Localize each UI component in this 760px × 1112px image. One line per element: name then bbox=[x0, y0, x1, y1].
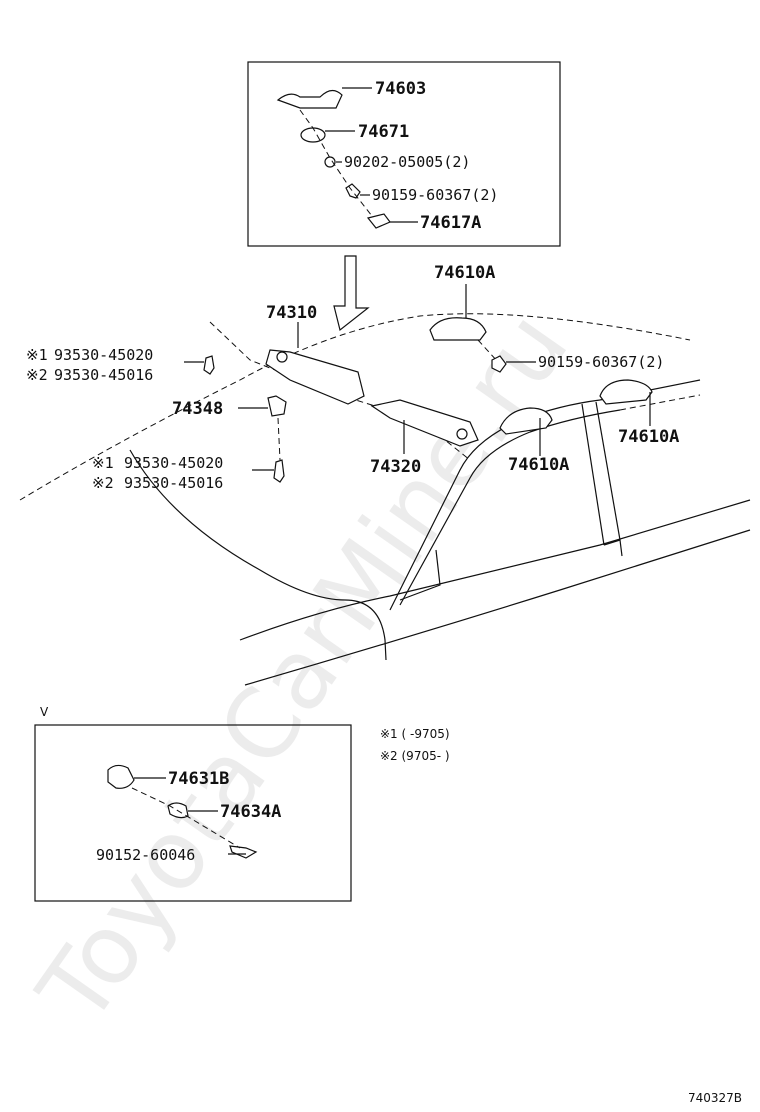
grip-74603-shape bbox=[276, 89, 343, 109]
dash-74348-to-screw bbox=[277, 417, 281, 461]
clip-74617A-shape bbox=[366, 213, 391, 229]
screw-93530-top-shape bbox=[203, 355, 215, 375]
roof-outline bbox=[19, 313, 691, 501]
screw-90159-inset-shape bbox=[345, 183, 361, 199]
screw-mid-mark1: ※1 bbox=[92, 454, 114, 472]
label-74634A: 74634A bbox=[220, 802, 281, 822]
screw-top-mark2: ※2 bbox=[26, 366, 48, 384]
screw-90159-main-shape bbox=[491, 355, 507, 373]
label-74610A-right: 74610A bbox=[618, 427, 679, 447]
label-74610A-mid: 74610A bbox=[508, 455, 569, 475]
label-74671: 74671 bbox=[358, 122, 409, 142]
roof-side-dash bbox=[619, 394, 701, 411]
label-74617A: 74617A bbox=[420, 213, 481, 233]
cap-74631B-shape bbox=[107, 764, 135, 789]
b-pillar-2 bbox=[595, 401, 621, 541]
visor-74320-mount bbox=[456, 428, 468, 440]
screw-90152-shape bbox=[229, 845, 258, 859]
note-2: ※2 (9705- ) bbox=[380, 749, 450, 763]
screw-mid-num1: 93530-45020 bbox=[124, 454, 223, 472]
label-74348: 74348 bbox=[172, 399, 223, 419]
inset-box-top bbox=[247, 61, 561, 247]
door-line-2 bbox=[603, 539, 623, 557]
label-74310: 74310 bbox=[266, 303, 317, 323]
diagram-id: 740327B bbox=[688, 1091, 742, 1105]
label-90159-inset: 90159-60367(2) bbox=[372, 186, 498, 204]
big-arrow bbox=[333, 255, 370, 332]
grip-74610A-top-shape bbox=[429, 317, 487, 341]
grip-74610A-mid-shape bbox=[499, 407, 553, 435]
a-pillar bbox=[344, 599, 387, 661]
holder-74348-shape bbox=[267, 395, 287, 417]
screw-mid-num2: 93530-45016 bbox=[124, 474, 223, 492]
screw-93530-mid-shape bbox=[273, 459, 285, 483]
label-74320: 74320 bbox=[370, 457, 421, 477]
a-pillar-inner2 bbox=[399, 409, 621, 606]
visor-74320-shape bbox=[370, 399, 479, 447]
inset-box-bottom bbox=[34, 724, 352, 902]
inset-assembly-line bbox=[299, 109, 373, 217]
screw-top-num1: 93530-45020 bbox=[54, 346, 153, 364]
door-line bbox=[399, 549, 441, 601]
label-90159-main: 90159-60367(2) bbox=[538, 353, 664, 371]
beltline bbox=[239, 499, 751, 641]
label-74603: 74603 bbox=[375, 79, 426, 99]
label-90202: 90202-05005(2) bbox=[344, 153, 470, 171]
inset-marker: V bbox=[40, 705, 49, 719]
screw-top-num2: 93530-45016 bbox=[54, 366, 153, 384]
note-1: ※1 ( -9705) bbox=[380, 727, 450, 741]
washer-90202-shape bbox=[324, 156, 336, 168]
body-lower-line bbox=[244, 529, 751, 686]
bottom-assembly-line bbox=[131, 787, 241, 849]
cap-74671-shape bbox=[300, 127, 326, 143]
screw-mid-mark2: ※2 bbox=[92, 474, 114, 492]
grip-74610A-right-shape bbox=[599, 379, 653, 405]
visor-74310-mount bbox=[276, 351, 288, 363]
screw-top-mark1: ※1 bbox=[26, 346, 48, 364]
visor-74310-shape bbox=[265, 349, 365, 405]
label-90152: 90152-60046 bbox=[96, 846, 195, 864]
roof-curve-lower bbox=[129, 449, 346, 601]
b-pillar bbox=[581, 403, 605, 546]
label-74631B: 74631B bbox=[168, 769, 229, 789]
label-74610A-top: 74610A bbox=[434, 263, 495, 283]
